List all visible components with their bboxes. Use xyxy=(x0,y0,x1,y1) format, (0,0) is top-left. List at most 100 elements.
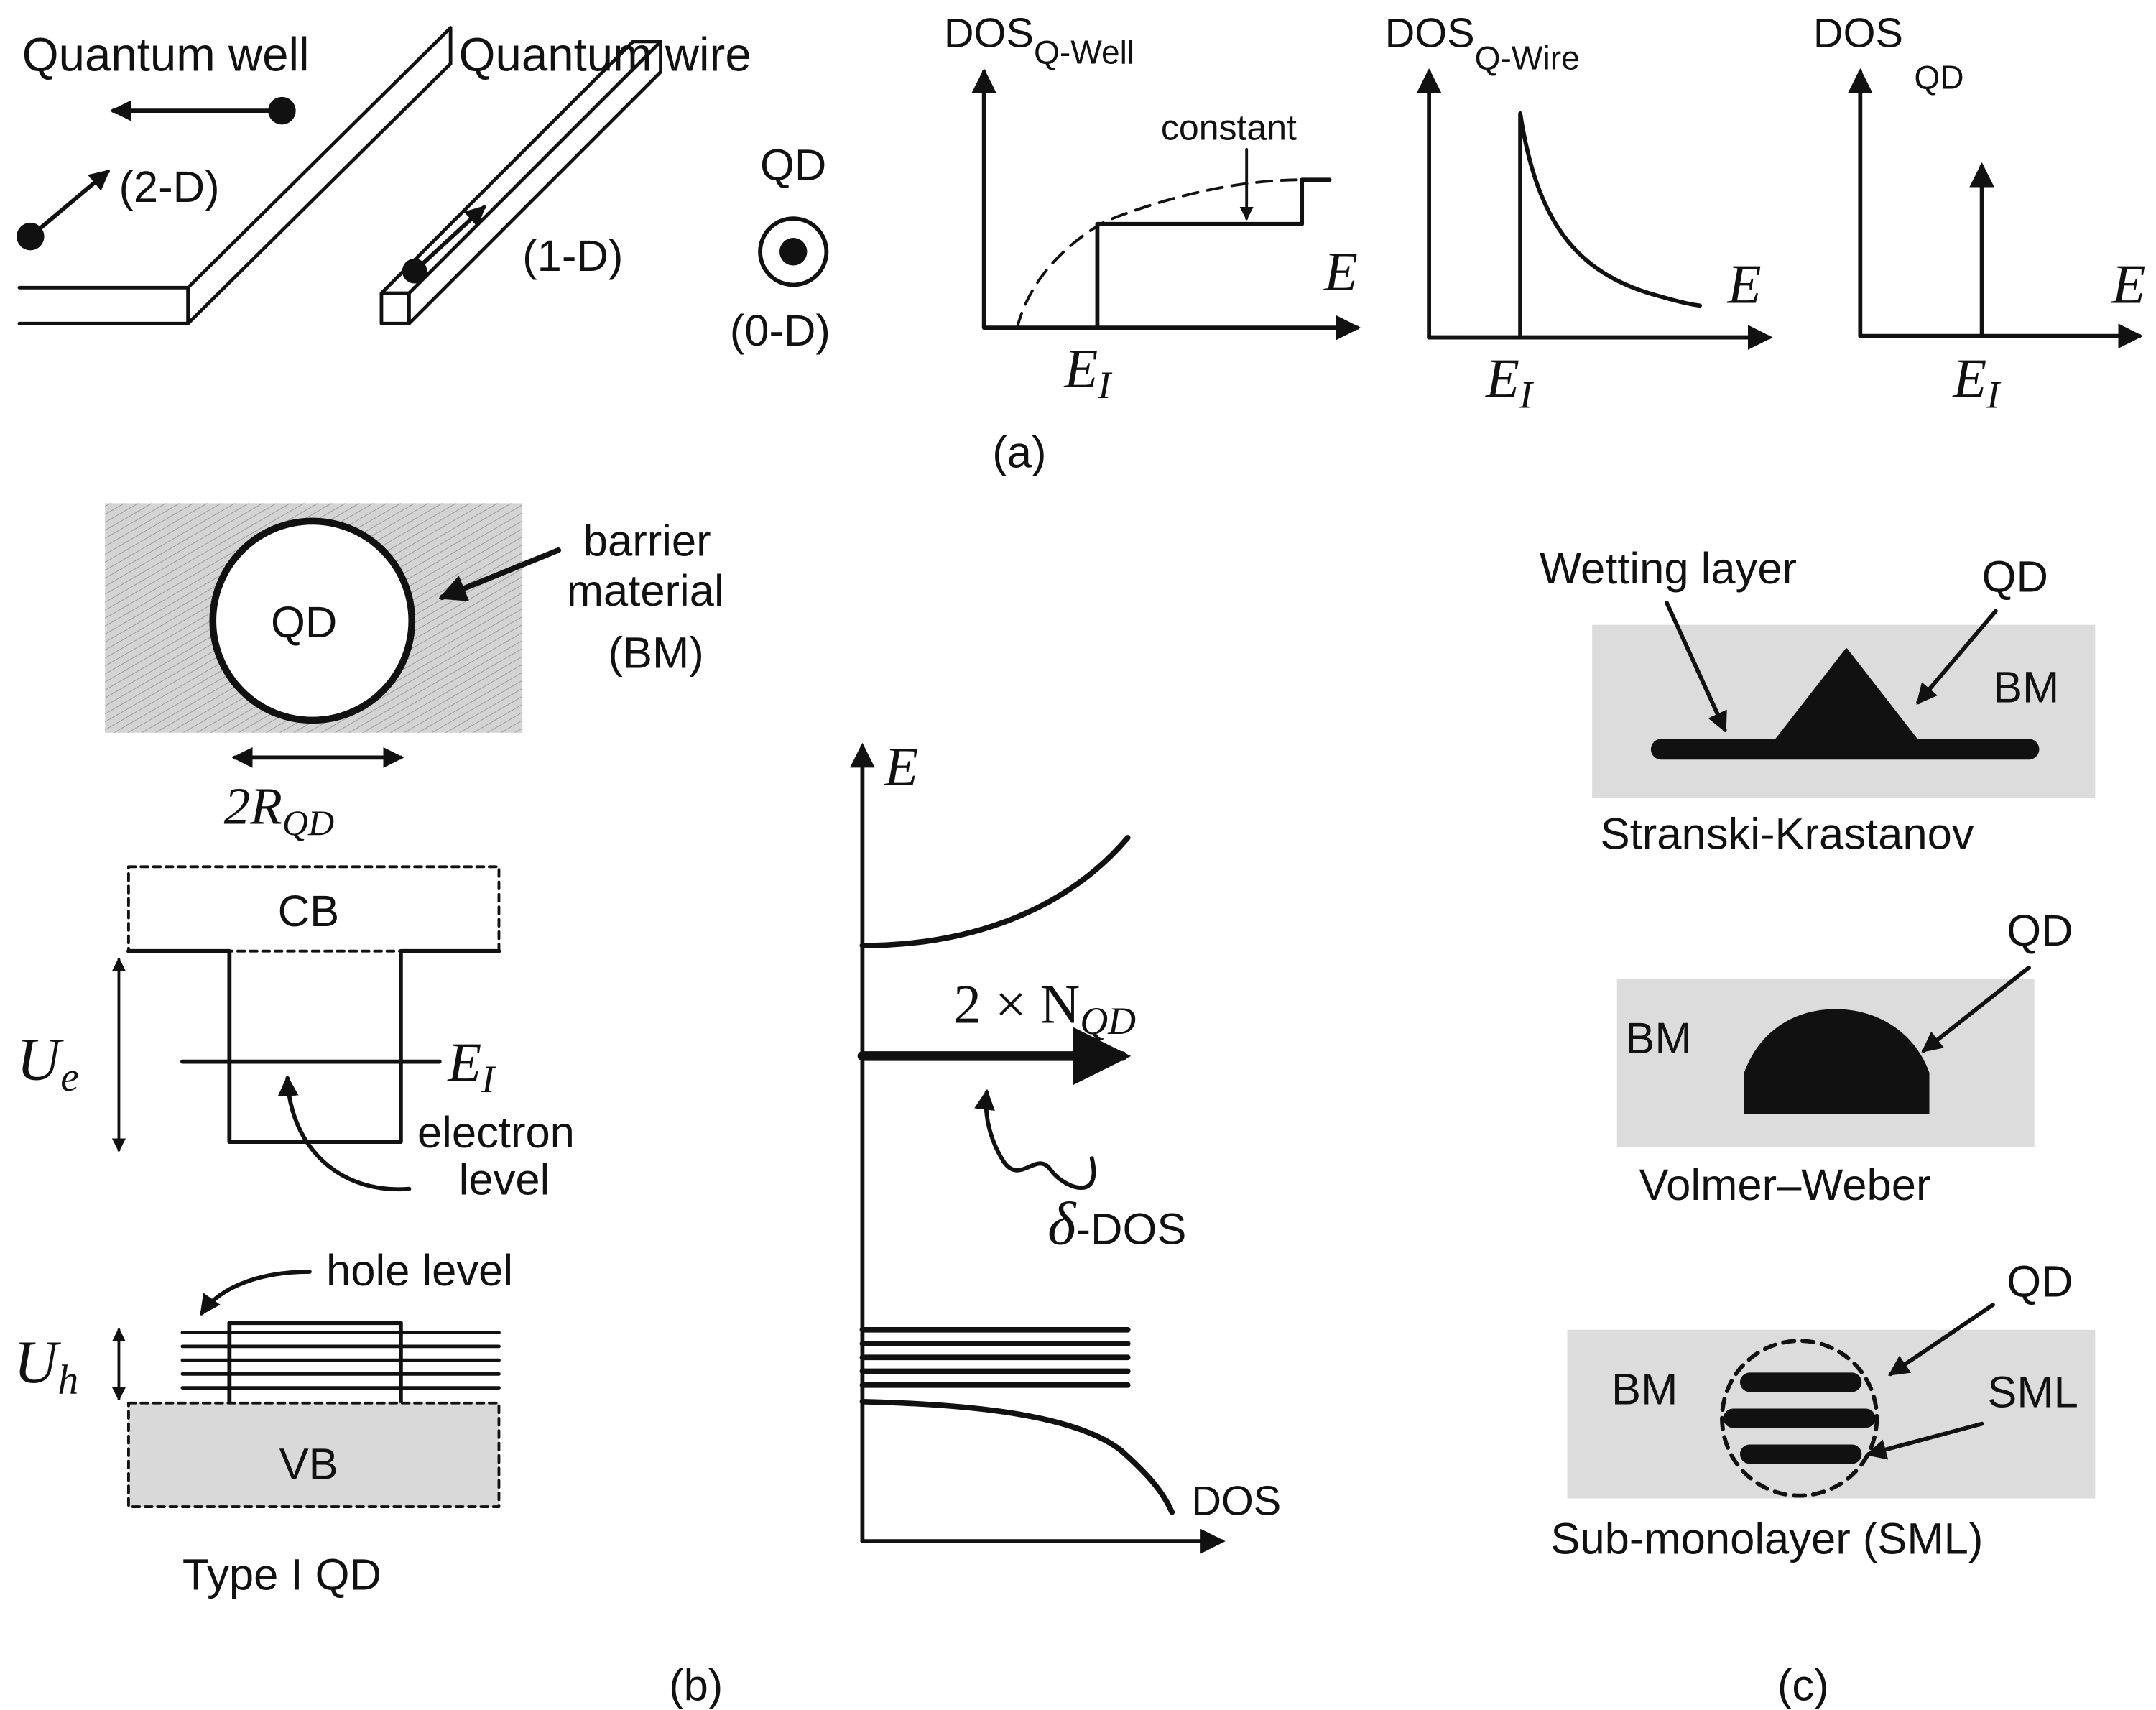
two-d-label: (2-D) xyxy=(119,162,219,212)
electron-level-pointer xyxy=(277,1075,412,1192)
energy-axis-label-b: E xyxy=(884,736,918,798)
panel-b: QD barrier material (BM) 2RQD CB Ue EI e… xyxy=(14,503,1281,1710)
qd-sphere-label: QD xyxy=(271,598,337,647)
sk-bm-label: BM xyxy=(1993,662,2059,712)
dos-well-plot xyxy=(971,68,1361,341)
qd-dos-diagram xyxy=(850,742,1226,1554)
panel-a: Quantum well (2-D) Quantum wire (1-D) QD… xyxy=(17,11,2145,477)
sk-label: Stranski-Krastanov xyxy=(1601,809,1974,859)
wetting-layer-pointer xyxy=(1665,601,1727,733)
qd-label: QD xyxy=(760,140,826,190)
type-label: Type I QD xyxy=(182,1550,381,1599)
quantum-well-potential xyxy=(126,948,501,1145)
ei-band-main: E xyxy=(447,1032,481,1094)
energy-axis-label-well: E xyxy=(1323,241,1358,302)
n-qd-label: 2 × NQD xyxy=(953,974,1136,1043)
ei-qd-sub: I xyxy=(1986,374,2002,417)
dos-qd-title-main: DOS xyxy=(1813,11,1903,57)
n-qd-sub: QD xyxy=(1080,999,1136,1043)
quantum-wire-label: Quantum wire xyxy=(459,28,751,80)
sml-layers xyxy=(1723,1372,1876,1464)
radius-main: 2R xyxy=(224,777,282,836)
energy-axis-label-wire: E xyxy=(1727,253,1762,315)
uh-sub: h xyxy=(57,1357,78,1402)
sml-qd-label: QD xyxy=(2007,1257,2073,1307)
sml-bm-label: BM xyxy=(1611,1365,1678,1415)
radius-label: 2RQD xyxy=(224,777,334,843)
ei-well-sub: I xyxy=(1097,364,1113,407)
dos-qd-plot xyxy=(1848,68,2144,348)
qd-sphere xyxy=(209,517,416,724)
wetting-layer-label: Wetting layer xyxy=(1540,544,1797,593)
delta-dos-suffix: -DOS xyxy=(1076,1205,1187,1254)
caption-a: (a) xyxy=(992,428,1046,477)
quantum-wire-icon xyxy=(379,40,662,325)
sml-qd-pointer xyxy=(1888,1303,1995,1377)
barrier-label-line2: material xyxy=(567,566,724,616)
radius-sub: QD xyxy=(282,803,334,843)
two-d-motion-icon xyxy=(17,96,296,251)
vw-qd-label: QD xyxy=(2007,906,2073,956)
uh-label: Uh xyxy=(14,1329,78,1402)
ei-band-sub: I xyxy=(481,1058,496,1101)
sml-dashed-outline xyxy=(1720,1339,1879,1498)
delta-symbol: δ xyxy=(1047,1191,1077,1258)
ue-main: U xyxy=(17,1027,64,1094)
caption-c: (c) xyxy=(1777,1660,1829,1710)
dos-qd-title: DOS QD xyxy=(1813,11,1964,96)
ue-label: Ue xyxy=(17,1027,79,1100)
conduction-band-box xyxy=(126,865,501,953)
quantum-well-label: Quantum well xyxy=(22,28,310,80)
hole-level-pointer xyxy=(199,1270,312,1316)
electron-label-line1: electron xyxy=(417,1108,575,1157)
ei-qd-main: E xyxy=(1952,347,1986,409)
ei-wire-main: E xyxy=(1485,347,1519,409)
ei-label-well: EI xyxy=(1063,338,1113,407)
barrier-label-line1: barrier xyxy=(583,517,711,566)
ei-well-main: E xyxy=(1063,338,1098,399)
dos-well-title: DOSQ-Well xyxy=(944,11,1134,71)
ei-wire-sub: I xyxy=(1519,374,1535,417)
uh-main: U xyxy=(14,1329,61,1396)
sk-qd-pointer xyxy=(1916,609,1998,705)
dos-qd-title-sub: QD xyxy=(1914,58,1963,96)
panel-c: Wetting layer QD BM Stranski-Krastanov B… xyxy=(1540,544,2096,1710)
ei-label-band: EI xyxy=(447,1032,496,1101)
one-d-label: (1-D) xyxy=(522,231,623,281)
dos-well-title-sub: Q-Well xyxy=(1034,34,1134,71)
vw-dome-dot xyxy=(1744,1009,1930,1114)
electron-label-line2: level xyxy=(459,1155,550,1204)
dos-wire-title-sub: Q-Wire xyxy=(1475,39,1580,76)
dos-wire-title-main: DOS xyxy=(1385,11,1475,57)
ue-sub: e xyxy=(60,1055,79,1100)
hole-levels xyxy=(180,1321,501,1405)
zero-d-label: (0-D) xyxy=(730,306,831,356)
valence-band-box xyxy=(126,1401,501,1508)
vw-bm-label: BM xyxy=(1625,1014,1691,1063)
hole-level-label: hole level xyxy=(326,1246,513,1295)
sk-pyramid-dot xyxy=(1767,648,1925,751)
constant-label: constant xyxy=(1161,107,1297,147)
sml-label: SML xyxy=(1987,1368,2078,1418)
dos-well-title-main: DOS xyxy=(944,11,1034,57)
energy-axis-label-qd: E xyxy=(2111,253,2145,315)
caption-b: (b) xyxy=(669,1660,723,1710)
dos-wire-plot xyxy=(1416,68,1773,350)
dos-wire-title: DOSQ-Wire xyxy=(1385,11,1580,77)
n-qd-prefix: 2 × N xyxy=(953,974,1080,1035)
barrier-pointer-arrow xyxy=(438,547,562,601)
quantum-dot-icon xyxy=(758,216,829,287)
vw-label: Volmer–Weber xyxy=(1639,1160,1931,1210)
quantum-well-slab-icon xyxy=(17,26,453,325)
vb-label: VB xyxy=(279,1440,338,1489)
delta-dos-label: δ-DOS xyxy=(1047,1191,1186,1258)
ei-label-qd: EI xyxy=(1952,347,2002,416)
barrier-label-line3: (BM) xyxy=(608,628,703,678)
sml-pointer xyxy=(1865,1421,1984,1460)
one-d-motion-icon xyxy=(402,205,486,284)
sml-full-label: Sub-monolayer (SML) xyxy=(1550,1514,1983,1563)
cb-label: CB xyxy=(278,887,340,936)
ei-label-wire: EI xyxy=(1485,347,1535,416)
vw-qd-pointer xyxy=(1921,965,2031,1053)
